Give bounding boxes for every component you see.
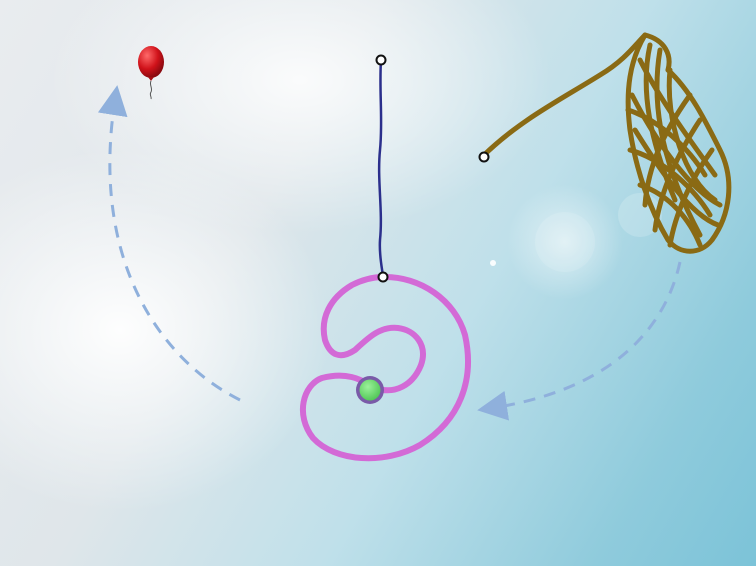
balloon-icon: [138, 46, 164, 99]
hint-arrow-icon: [110, 100, 240, 400]
anchor-point-icon[interactable]: [379, 273, 388, 282]
ball-icon[interactable]: [356, 376, 384, 404]
anchor-point-icon[interactable]: [480, 153, 489, 162]
anchor-point-icon[interactable]: [377, 56, 386, 65]
navy-rope[interactable]: [379, 60, 383, 276]
pink-rope[interactable]: [303, 277, 468, 458]
lens-flare: [490, 184, 662, 300]
